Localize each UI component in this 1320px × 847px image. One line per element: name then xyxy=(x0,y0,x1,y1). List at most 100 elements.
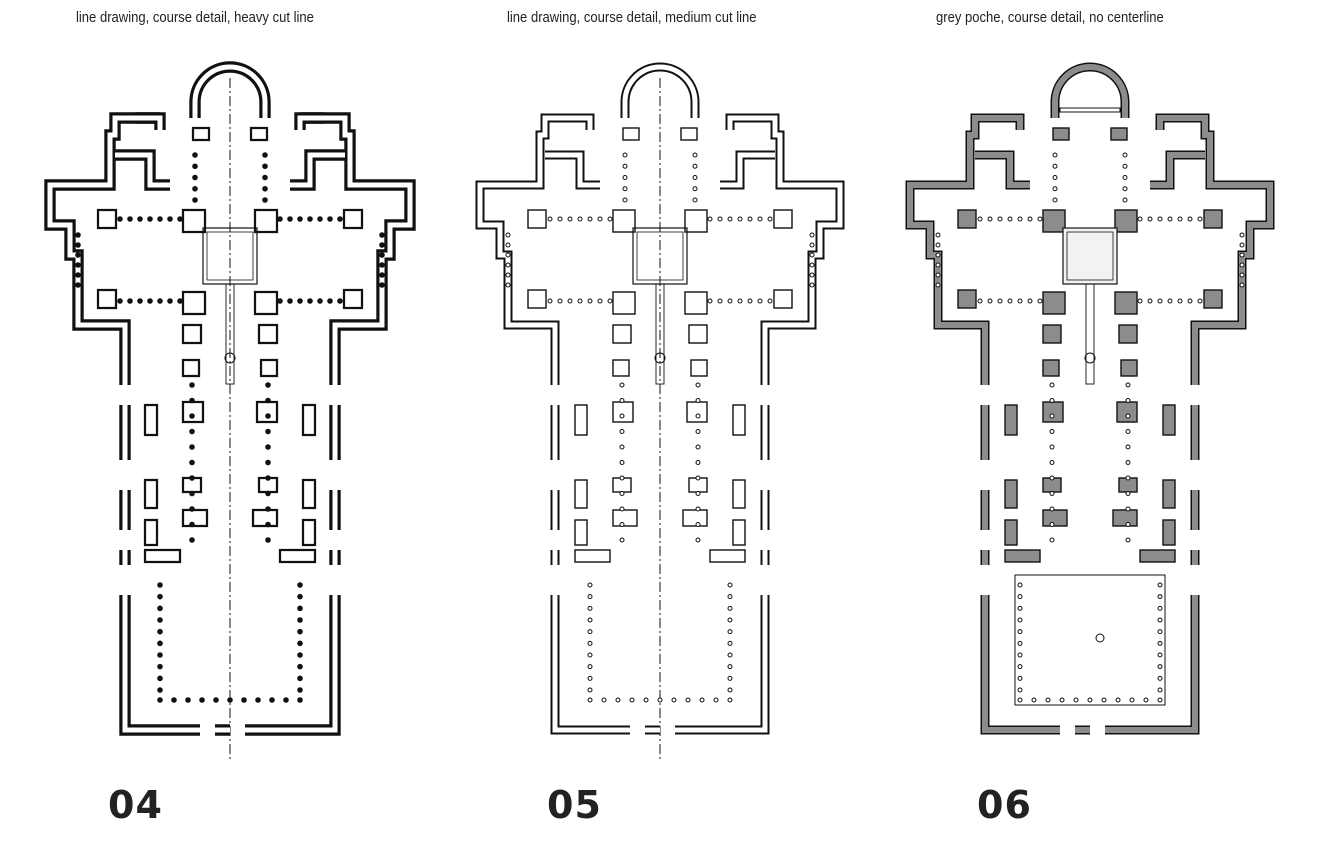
colonnade-nave-right-0 xyxy=(265,382,271,388)
chapel-step-left-fill xyxy=(975,152,1030,188)
colonnade-nave-right-5 xyxy=(265,459,271,466)
pier-1 xyxy=(680,127,698,141)
chapel-step-right xyxy=(290,149,345,191)
pier-25 xyxy=(1162,519,1176,546)
colonnade-east-end-4 xyxy=(809,272,815,278)
colonnade-west-end-3 xyxy=(935,262,941,268)
panel-05-number: 05 xyxy=(547,783,602,827)
ambo xyxy=(1084,352,1096,364)
colonnade-choir-left-3 xyxy=(622,186,628,192)
colonnade-transept-nr-1 xyxy=(1147,216,1153,222)
colonnade-nave-left-8 xyxy=(1049,506,1055,512)
pier-18 xyxy=(1042,509,1068,527)
colonnade-transept-sr-4 xyxy=(1177,298,1183,304)
colonnade-nave-right-8 xyxy=(695,506,701,512)
choir-enclosure-inner xyxy=(636,231,684,281)
floor-plan-05 xyxy=(475,62,845,760)
colonnade-atrium-right-4 xyxy=(297,628,303,635)
colonnade-nave-left-6 xyxy=(189,475,195,481)
chapel-step-left-core xyxy=(115,152,170,188)
chapel-step-left xyxy=(975,150,1030,190)
colonnade-atrium-left-1 xyxy=(157,593,163,600)
pier-7 xyxy=(253,208,279,234)
colonnade-transept-sl-3 xyxy=(577,298,583,304)
pier-15 xyxy=(255,400,279,424)
colonnade-transept-nl-0 xyxy=(547,216,553,222)
colonnade-transept-nl-4 xyxy=(587,216,593,222)
colonnade-nave-left-1 xyxy=(189,397,195,404)
colonnade-west-end-0 xyxy=(505,232,511,238)
pier-27 xyxy=(278,548,317,564)
colonnade-nave-right-4 xyxy=(265,444,271,450)
colonnade-nave-right-5 xyxy=(1125,460,1131,465)
pier-15 xyxy=(1116,401,1138,423)
pier-23 xyxy=(301,478,317,510)
chapel-step-left xyxy=(545,150,600,190)
atrium-wall-left xyxy=(119,595,200,736)
colonnade-west-end-5 xyxy=(505,282,511,288)
colonnade-transept-nl-0 xyxy=(117,216,123,222)
colonnade-atrium-right-9 xyxy=(1157,687,1163,693)
floor-plan-04 xyxy=(44,61,416,760)
atrium-wall-left xyxy=(980,595,1060,735)
colonnade-atrium-left-2 xyxy=(157,605,163,612)
choir-enclosure-inner xyxy=(1066,231,1114,281)
colonnade-atrium-right-6 xyxy=(1157,652,1163,658)
atrium-wall-left-fill xyxy=(982,595,1060,733)
pier-24 xyxy=(574,519,588,546)
colonnade-nave-left-10 xyxy=(619,537,625,543)
colonnade-nave-left-8 xyxy=(189,506,195,512)
colonnade-transept-sl-6 xyxy=(177,298,183,304)
pier-23 xyxy=(732,479,746,509)
colonnade-transept-sr-5 xyxy=(757,298,763,304)
colonnade-transept-nl-6 xyxy=(607,216,613,222)
colonnade-transept-nr-2 xyxy=(727,216,733,222)
colonnade-transept-sl-5 xyxy=(597,298,603,304)
pier-1 xyxy=(249,126,269,142)
chapel-step-right-fill xyxy=(1150,152,1205,188)
pier-19 xyxy=(251,508,279,528)
colonnade-east-end-3 xyxy=(809,262,815,268)
colonnade-nave-right-1 xyxy=(695,398,701,403)
colonnade-nave-left-7 xyxy=(619,491,625,496)
colonnade-nave-right-3 xyxy=(265,428,271,435)
colonnade-atrium-south-6 xyxy=(241,697,247,703)
atrium-wall-right-core xyxy=(690,595,768,733)
colonnade-atrium-left-3 xyxy=(157,617,163,623)
colonnade-nave-left-1 xyxy=(1049,398,1055,403)
colonnade-transept-nr-4 xyxy=(317,216,323,222)
colonnade-transept-sr-4 xyxy=(317,298,323,304)
pier-6 xyxy=(612,209,636,233)
schola-cantorum xyxy=(1085,283,1095,385)
colonnade-atrium-right-8 xyxy=(297,675,303,682)
colonnade-transept-sr-5 xyxy=(327,298,333,304)
colonnade-transept-nl-4 xyxy=(157,216,163,222)
colonnade-atrium-right-6 xyxy=(727,652,733,658)
atrium-wall-right xyxy=(260,595,341,736)
colonnade-west-end-4 xyxy=(935,272,941,278)
colonnade-transept-nr-1 xyxy=(287,216,293,222)
schola-cantorum xyxy=(225,283,235,385)
colonnade-atrium-right-4 xyxy=(1157,629,1163,635)
colonnade-atrium-left-5 xyxy=(157,640,163,647)
pier-4 xyxy=(96,288,118,310)
transept-wall-right-fill xyxy=(1160,115,1273,365)
pier-3 xyxy=(1203,209,1223,229)
pier-8 xyxy=(612,291,636,315)
colonnade-choir-right-3 xyxy=(692,186,698,192)
colonnade-atrium-left-2 xyxy=(1017,605,1023,611)
pier-26 xyxy=(143,548,182,564)
colonnade-nave-right-6 xyxy=(265,475,271,481)
colonnade-choir-right-0 xyxy=(262,152,268,158)
colonnade-nave-right-2 xyxy=(1125,413,1131,419)
colonnade-transept-nl-6 xyxy=(177,216,183,222)
colonnade-nave-left-5 xyxy=(189,459,195,466)
colonnade-atrium-left-9 xyxy=(587,687,593,693)
colonnade-nave-right-9 xyxy=(265,521,271,528)
pier-12 xyxy=(181,358,201,378)
pier-4 xyxy=(957,289,977,309)
pier-20 xyxy=(143,403,159,437)
colonnade-nave-left-0 xyxy=(189,382,195,388)
chapel-step-right-core xyxy=(290,152,345,188)
colonnade-transept-sr-3 xyxy=(737,298,743,304)
